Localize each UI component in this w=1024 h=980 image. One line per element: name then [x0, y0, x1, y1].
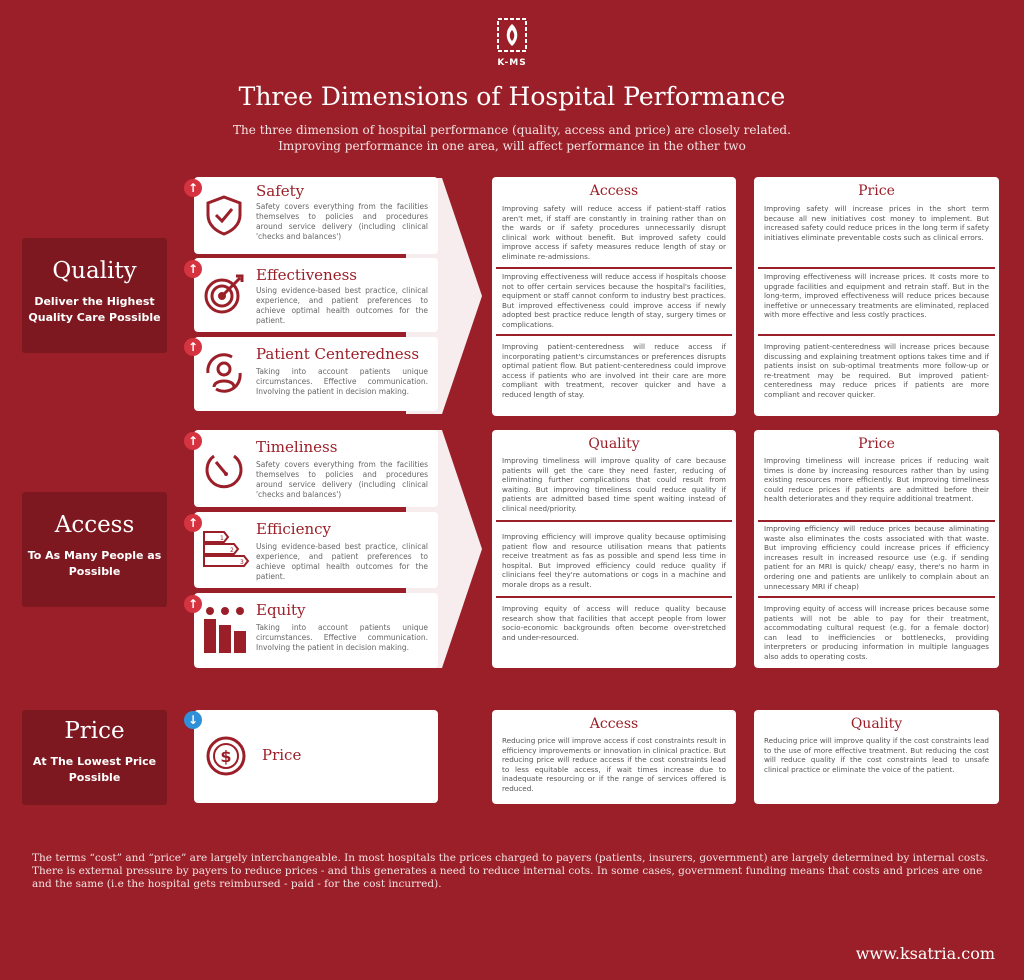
patient-centeredness-card-title: Patient Centeredness: [256, 345, 420, 363]
patient-centeredness-card: Patient Centeredness Taking into account…: [194, 337, 438, 411]
down-arrow-icon: ↓: [184, 711, 202, 729]
steps-icon: 1 2 3: [203, 531, 250, 567]
quality-price-panel: Price Improving safety will increase pri…: [754, 177, 999, 416]
effectiveness-card-title: Effectiveness: [256, 266, 357, 284]
price-quality-text: Reducing price will improve quality if t…: [764, 736, 989, 774]
efficiency-card-title: Efficiency: [256, 520, 332, 538]
safety-card-text: Safety covers everything from the facili…: [256, 202, 428, 241]
access-quality-panel-title: Quality: [588, 436, 640, 452]
efficiency-card-text: Using evidence-based best practice, clin…: [256, 542, 428, 581]
up-arrow-icon: ↑: [184, 514, 202, 532]
shield-check-icon: [206, 195, 242, 236]
price-dimension-title: Price: [64, 718, 125, 744]
equity-card-title: Equity: [256, 601, 306, 619]
equity-card-text: Taking into account patients unique circ…: [256, 623, 428, 652]
price-card-title: Price: [262, 746, 302, 764]
target-icon: [204, 274, 244, 314]
svg-text:2: 2: [230, 547, 234, 554]
patient-centeredness-card-text: Taking into account patients unique circ…: [256, 367, 428, 396]
divider: [496, 520, 732, 522]
access-price-panel-title: Price: [858, 436, 895, 452]
quality-access-block-safety: Improving safety will reduce access if p…: [502, 204, 726, 261]
access-quality-block-efficiency: Improving efficiency will improve qualit…: [502, 532, 726, 589]
gauge-icon: [205, 454, 243, 489]
svg-text:$: $: [220, 747, 231, 766]
price-card: $ Price: [194, 710, 438, 803]
quality-price-panel-title: Price: [858, 183, 895, 199]
divider: [758, 267, 995, 269]
access-price-block-timeliness: Improving timeliness will increase price…: [764, 456, 989, 504]
timeliness-card-title: Timeliness: [256, 438, 338, 456]
quality-dimension-box: Quality Deliver the Highest Quality Care…: [22, 238, 167, 353]
effectiveness-card-text: Using evidence-based best practice, clin…: [256, 286, 428, 325]
divider: [758, 596, 995, 598]
up-arrow-icon: ↑: [184, 432, 202, 450]
efficiency-card: 1 2 3 Efficiency Using evidence-based be…: [194, 512, 438, 588]
timeliness-card: Timeliness Safety covers everything from…: [194, 430, 438, 507]
logo-text: K-MS: [497, 58, 527, 68]
quality-price-block-safety: Improving safety will increase prices in…: [764, 204, 989, 242]
svg-text:1: 1: [220, 535, 224, 542]
access-price-panel: Price Improving timeliness will increase…: [754, 430, 999, 668]
access-quality-panel: Quality Improving timeliness will improv…: [492, 430, 736, 668]
price-access-panel: Access Reducing price will improve acces…: [492, 710, 736, 804]
safety-card-title: Safety: [256, 182, 305, 200]
page-title: Three Dimensions of Hospital Performance: [238, 82, 786, 111]
timeliness-card-text: Safety covers everything from the facili…: [256, 460, 428, 499]
access-quality-block-equity: Improving equity of access will reduce q…: [502, 604, 726, 642]
divider: [758, 520, 995, 522]
quality-access-block-patient-centeredness: Improving patient-centeredness will redu…: [502, 342, 726, 399]
price-dimension-box: Price At The Lowest Price Possible: [22, 710, 167, 805]
quality-price-block-patient-centeredness: Improving patient-centeredness will incr…: [764, 342, 989, 399]
quality-access-panel-title: Access: [589, 183, 639, 199]
divider: [496, 267, 732, 269]
price-access-text: Reducing price will improve access if co…: [502, 736, 726, 793]
quality-dimension-title: Quality: [52, 258, 137, 284]
kms-logo: K-MS: [492, 18, 532, 70]
logo-icon: [497, 18, 527, 52]
patient-cycle-icon: [206, 353, 242, 393]
up-arrow-icon: ↑: [184, 260, 202, 278]
quality-access-panel: Access Improving safety will reduce acce…: [492, 177, 736, 416]
dollar-icon: $: [206, 736, 246, 776]
divider: [496, 334, 732, 336]
up-arrow-icon: ↑: [184, 338, 202, 356]
access-price-block-efficiency: Improving efficiency will reduce prices …: [764, 524, 989, 591]
price-quality-panel: Quality Reducing price will improve qual…: [754, 710, 999, 804]
people-bars-icon: [204, 607, 246, 653]
quality-dimension-subtitle: Deliver the Highest Quality Care Possibl…: [28, 295, 161, 324]
effectiveness-card: Effectiveness Using evidence-based best …: [194, 258, 438, 332]
equity-card: Equity Taking into account patients uniq…: [194, 593, 438, 668]
svg-text:3: 3: [240, 559, 244, 566]
access-quality-block-timeliness: Improving timeliness will improve qualit…: [502, 456, 726, 513]
footer-note: The terms “cost” and “price” are largely…: [32, 852, 989, 890]
quality-price-block-effectiveness: Improving effectiveness will increase pr…: [764, 272, 989, 320]
quality-access-block-effectiveness: Improving effectiveness will reduce acce…: [502, 272, 726, 329]
access-dimension-subtitle: To As Many People as Possible: [27, 549, 162, 578]
access-dimension-box: Access To As Many People as Possible: [22, 492, 167, 607]
safety-card: Safety Safety covers everything from the…: [194, 177, 438, 254]
access-price-block-equity: Improving equity of access will increase…: [764, 604, 989, 661]
divider: [758, 334, 995, 336]
up-arrow-icon: ↑: [184, 595, 202, 613]
price-quality-panel-title: Quality: [850, 716, 903, 732]
divider: [496, 596, 732, 598]
page-subtitle: The three dimension of hospital performa…: [233, 123, 791, 153]
up-arrow-icon: ↑: [184, 179, 202, 197]
access-dimension-title: Access: [54, 512, 135, 538]
footer-url[interactable]: www.ksatria.com: [855, 944, 995, 963]
price-access-panel-title: Access: [589, 716, 639, 732]
price-dimension-subtitle: At The Lowest Price Possible: [32, 755, 157, 784]
